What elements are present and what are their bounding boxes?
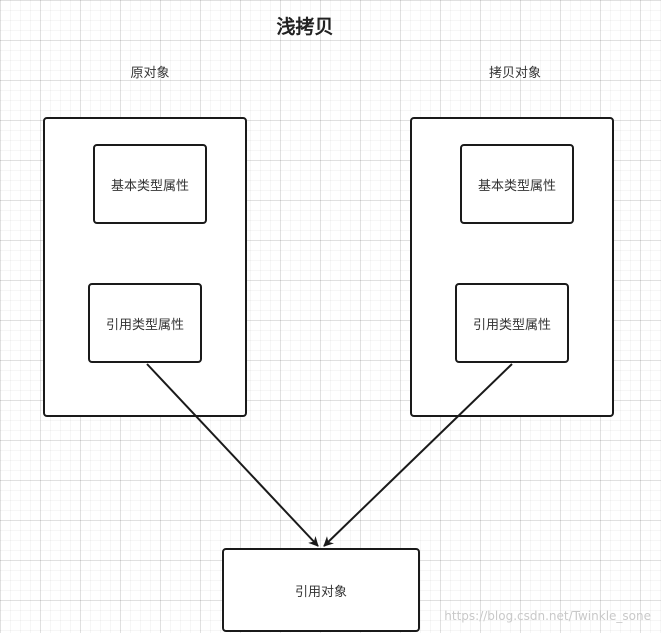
original-basic-prop-label: 基本类型属性 <box>110 178 189 194</box>
original-object-header: 原对象 <box>130 66 170 81</box>
arrow-copy-to-ref <box>323 363 513 547</box>
arrow-original-to-ref <box>146 363 319 547</box>
original-basic-prop-box: 基本类型属性 <box>93 144 207 224</box>
copy-basic-prop-box: 基本类型属性 <box>460 144 574 224</box>
diagram-title: 浅拷贝 <box>276 16 334 38</box>
watermark: https://blog.csdn.net/Twinkle_sone <box>444 609 651 623</box>
original-ref-prop-box: 引用类型属性 <box>88 283 202 363</box>
original-ref-prop-label: 引用类型属性 <box>105 317 184 333</box>
shared-ref-object-box: 引用对象 <box>222 548 420 632</box>
shared-ref-object-label: 引用对象 <box>294 584 347 600</box>
copy-ref-prop-box: 引用类型属性 <box>455 283 569 363</box>
copy-ref-prop-label: 引用类型属性 <box>472 317 551 333</box>
copy-basic-prop-label: 基本类型属性 <box>477 178 556 194</box>
copy-object-header: 拷贝对象 <box>488 66 541 81</box>
